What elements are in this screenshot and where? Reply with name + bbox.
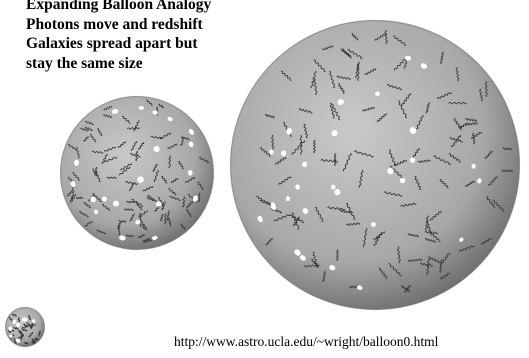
large-balloon [230, 20, 520, 310]
caption-title: Expanding Balloon Analogy [26, 0, 306, 15]
small-balloon [60, 96, 214, 250]
tiny-balloon [5, 307, 45, 347]
source-url: http://www.astro.ucla.edu/~wright/balloo… [174, 334, 438, 350]
photon-wave [127, 201, 135, 203]
galaxy-dot [302, 162, 307, 168]
photon-wave [107, 177, 116, 179]
balloon-surface [231, 21, 520, 310]
galaxy-dot [188, 170, 193, 176]
